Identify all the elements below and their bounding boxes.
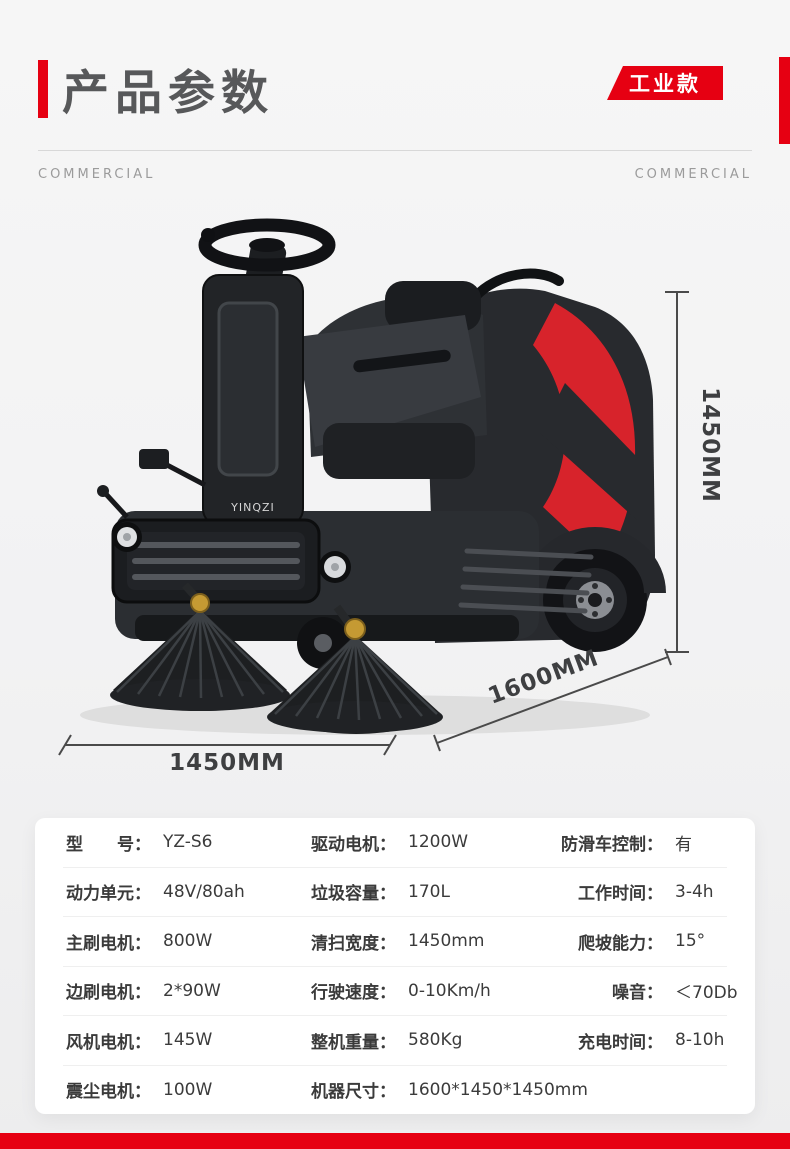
dimension-width-line [58, 734, 397, 756]
spec-table: 型 号： YZ-S6 驱动电机： 1200W 防滑车控制： 有动力单元： 48V/80ah 垃… [35, 818, 755, 1114]
product-illustration: YINQZI [58, 218, 723, 773]
spec-value: 8-10h [675, 1030, 725, 1051]
spec-row: 风机电机： 145W 整机重量： 580Kg 充电时间： 8-10h [63, 1016, 727, 1066]
spec-value: 0-10Km/h [408, 980, 491, 1001]
subtitle-row: COMMERCIAL COMMERCIAL [38, 150, 752, 182]
spec-value: 1450mm [408, 931, 485, 952]
side-vents [458, 548, 594, 614]
spec-value: 1600*1450*1450mm [408, 1079, 588, 1100]
spec-cell: 整机重量： 580Kg [308, 1028, 558, 1053]
spec-cell: 主刷电机： 800W [63, 929, 308, 954]
spec-cell: 垃圾容量： 170L [308, 879, 558, 905]
front-bumper-grille [111, 518, 321, 604]
spec-label: 震尘电机： [66, 1082, 151, 1103]
brush-mount-gold-right [344, 618, 366, 640]
seat-cushion [323, 423, 475, 479]
side-brush-left [110, 582, 290, 711]
rear-fender [524, 527, 666, 594]
page-title: 产品参数 [62, 66, 274, 121]
spec-label: 驱动电机： [311, 834, 396, 855]
spec-cell: 行驶速度： 0-10Km/h [308, 978, 558, 1004]
spec-label: 爬坡能力： [578, 933, 663, 954]
spec-row: 边刷电机： 2*90W 行驶速度： 0-10Km/h 噪音： ＜70Db [63, 967, 738, 1016]
spec-cell: 驱动电机： 1200W [308, 830, 558, 855]
spec-value: 145W [163, 1030, 213, 1051]
spec-row: 动力单元： 48V/80ah 垃圾容量： 170L 工作时间： 3-4h [63, 868, 727, 917]
spec-value: YZ-S6 [163, 832, 213, 853]
side-brush-right [267, 604, 443, 734]
spec-label: 防滑车控制： [561, 834, 663, 855]
spec-label: 工作时间： [578, 884, 663, 905]
spec-cell: 防滑车控制： 有 [558, 830, 727, 855]
spec-label: 噪音： [612, 983, 663, 1004]
spec-label: 边刷电机： [66, 983, 151, 1004]
spec-value: 有 [675, 834, 692, 855]
brand-label: YINQZI [230, 501, 275, 514]
spec-label: 主刷电机： [66, 933, 151, 954]
spec-label: 垃圾容量： [311, 884, 396, 905]
bottom-accent-bar [0, 1133, 790, 1149]
side-mirror [139, 449, 207, 488]
parking-lever [97, 485, 129, 519]
front-column: YINQZI [202, 274, 304, 526]
spec-cell: 动力单元： 48V/80ah [63, 879, 308, 905]
spec-label: 清扫宽度： [311, 933, 396, 954]
spec-cell: 风机电机： 145W [63, 1028, 308, 1053]
spec-label: 风机电机： [66, 1032, 151, 1053]
spec-row: 主刷电机： 800W 清扫宽度： 1450mm 爬坡能力： 15° [63, 917, 727, 967]
brush-mount-gold-left [190, 593, 210, 613]
spec-value: 580Kg [408, 1030, 463, 1051]
spec-row: 型 号： YZ-S6 驱动电机： 1200W 防滑车控制： 有 [63, 818, 727, 868]
spec-label: 机器尺寸： [311, 1082, 396, 1103]
spec-cell: 震尘电机： 100W [63, 1077, 308, 1103]
spec-value: 15° [675, 931, 706, 952]
right-accent-strip [779, 57, 790, 144]
spec-value: 170L [408, 881, 450, 902]
left-headlight [112, 522, 142, 552]
spec-value: ＜70Db [675, 983, 738, 1004]
console-panel [297, 315, 481, 447]
spec-cell: 边刷电机： 2*90W [63, 978, 308, 1004]
subtitle-left: COMMERCIAL [38, 167, 156, 182]
subtitle-right: COMMERCIAL [634, 167, 752, 182]
dimension-length-line [433, 648, 672, 752]
dimension-height-line [665, 291, 689, 653]
spec-cell: 清扫宽度： 1450mm [308, 929, 558, 954]
spec-row: 震尘电机： 100W 机器尺寸： 1600*1450*1450mm [63, 1066, 727, 1115]
spec-value: 2*90W [163, 980, 221, 1001]
title-accent-bar [38, 60, 48, 118]
spec-value: 48V/80ah [163, 881, 245, 902]
spec-label: 充电时间： [578, 1032, 663, 1053]
spec-label: 整机重量： [311, 1032, 396, 1053]
dimension-width-label: 1450MM [169, 750, 285, 773]
industrial-model-badge: 工业款 [607, 66, 723, 100]
hand-rail [353, 349, 451, 373]
spec-value: 800W [163, 931, 213, 952]
spec-cell: 充电时间： 8-10h [558, 1028, 727, 1053]
spec-cell: 噪音： ＜70Db [558, 978, 738, 1004]
spec-value: 1200W [408, 832, 469, 853]
spec-value: 100W [163, 1079, 213, 1100]
spec-cell: 型 号： YZ-S6 [63, 830, 308, 855]
red-accent-chevron [540, 383, 637, 520]
rear-wheel [543, 548, 647, 652]
spec-cell: 工作时间： 3-4h [558, 879, 727, 905]
spec-cell: 爬坡能力： 15° [558, 929, 727, 954]
spec-cell: 机器尺寸： 1600*1450*1450mm [308, 1077, 588, 1103]
spec-label: 型 号： [66, 834, 151, 855]
dimension-height-label: 1450MM [697, 387, 723, 503]
spec-value: 3-4h [675, 881, 714, 902]
right-headlight [319, 551, 351, 583]
rear-handle [470, 268, 564, 302]
spec-label: 动力单元： [66, 884, 151, 905]
spec-label: 行驶速度： [311, 983, 396, 1004]
